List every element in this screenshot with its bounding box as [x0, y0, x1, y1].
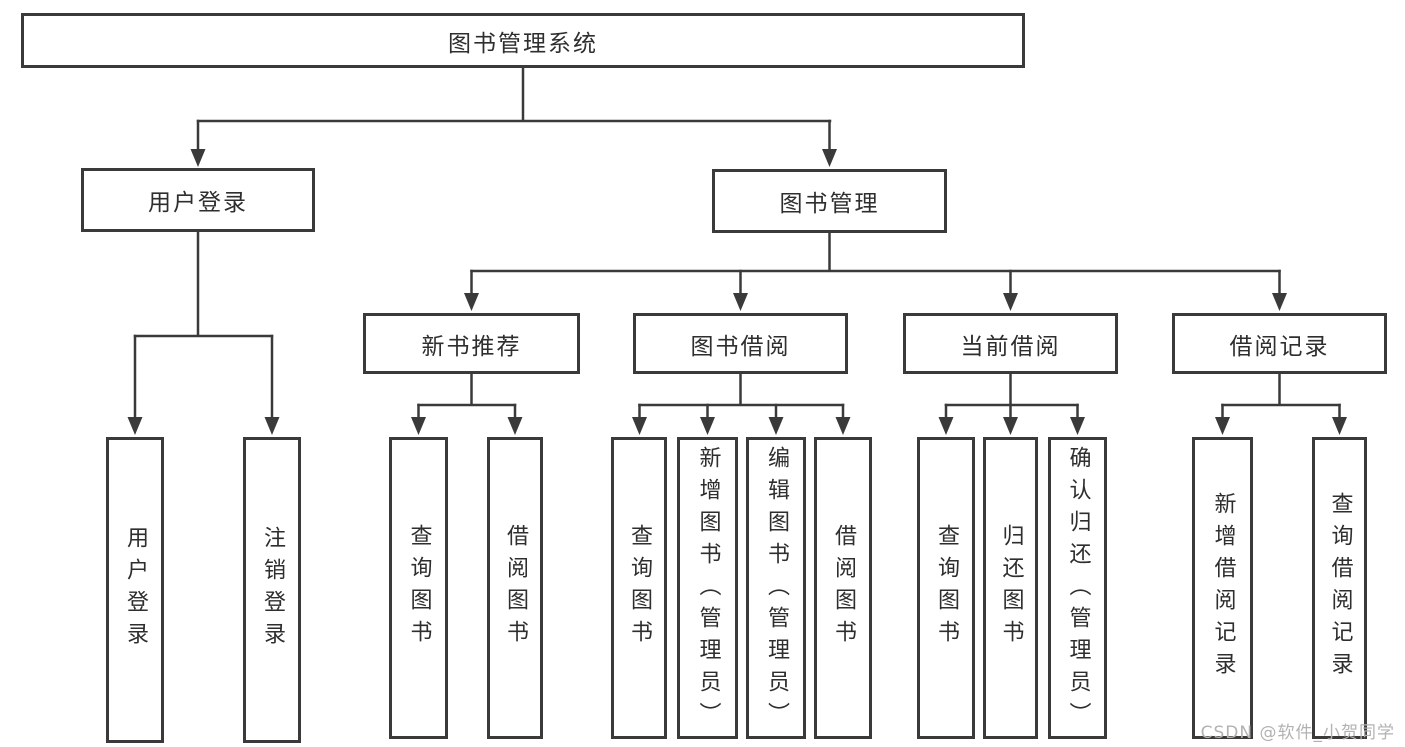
leaf-add-borrow-record: 新增借阅记录 [1192, 437, 1253, 739]
connector-currentborrow-bar [944, 372, 1079, 407]
leaf-user-login: 用户登录 [106, 437, 164, 743]
connector-root-bar [196, 66, 832, 123]
leaf-query-book-1: 查询图书 [389, 437, 448, 739]
csdn-watermark: CSDN @软件_小贺同学 [1200, 723, 1395, 743]
leaf-query-borrow-record: 查询借阅记录 [1312, 437, 1367, 739]
leaf-confirm-return-admin: 确认归还（管理员） [1048, 437, 1107, 739]
connector-bookmgmt-bar [470, 231, 1281, 273]
leaf-query-book-2: 查询图书 [611, 437, 667, 739]
connector-borrowrecords-bar [1221, 372, 1341, 407]
connector-newbook-bar [417, 372, 517, 407]
node-book-management: 图书管理 [712, 169, 947, 233]
leaf-add-book-admin: 新增图书（管理员） [677, 437, 738, 739]
node-book-borrowing: 图书借阅 [633, 313, 848, 374]
arrowheads [127, 149, 1347, 435]
connector-bookborrow-bar [638, 372, 845, 407]
leaf-logout: 注销登录 [243, 437, 301, 743]
node-root-system: 图书管理系统 [21, 13, 1025, 68]
node-current-borrowing: 当前借阅 [903, 313, 1118, 374]
leaf-edit-book-admin: 编辑图书（管理员） [746, 437, 806, 739]
leaf-borrow-book-2: 借阅图书 [814, 437, 872, 739]
node-borrow-records: 借阅记录 [1172, 313, 1387, 374]
leaf-borrow-book-1: 借阅图书 [487, 437, 543, 739]
connector-userlogin-bar [133, 230, 274, 338]
node-user-login: 用户登录 [81, 168, 315, 232]
leaf-return-book: 归还图书 [983, 437, 1038, 739]
node-new-book-recommend: 新书推荐 [363, 313, 580, 374]
leaf-query-book-3: 查询图书 [917, 437, 975, 739]
